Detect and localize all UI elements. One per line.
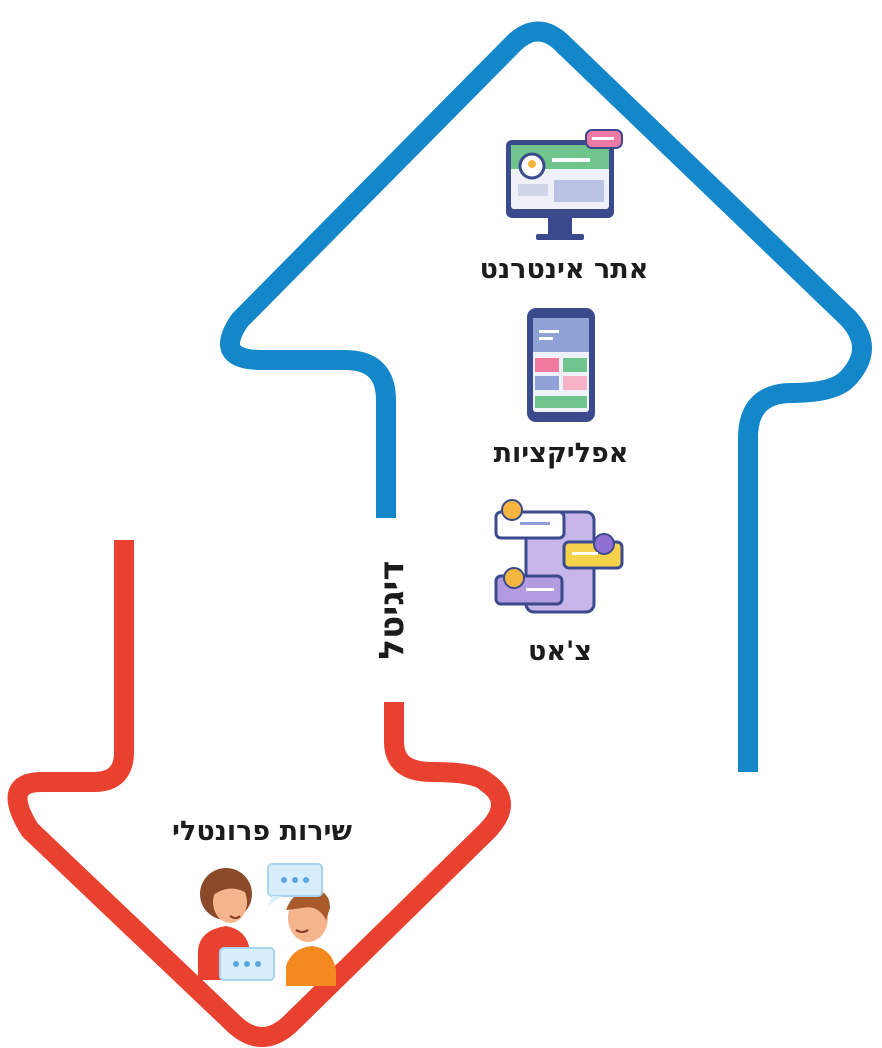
mobile-app-icon — [527, 308, 595, 422]
website-monitor-icon — [506, 129, 623, 240]
apps-label: אפליקציות — [494, 438, 629, 469]
digital-vertical-label: דיגיטל — [372, 561, 412, 660]
chat-bubbles-icon — [494, 499, 624, 614]
frontal-service-label: שירות פרונטלי — [172, 816, 352, 847]
face-to-face-conversation-icon — [198, 863, 336, 986]
chat-label: צ'אט — [528, 636, 592, 667]
down-arrow-outline — [7, 540, 511, 1047]
website-label: אתר אינטרנט — [480, 254, 649, 285]
up-arrow-outline — [220, 21, 872, 772]
